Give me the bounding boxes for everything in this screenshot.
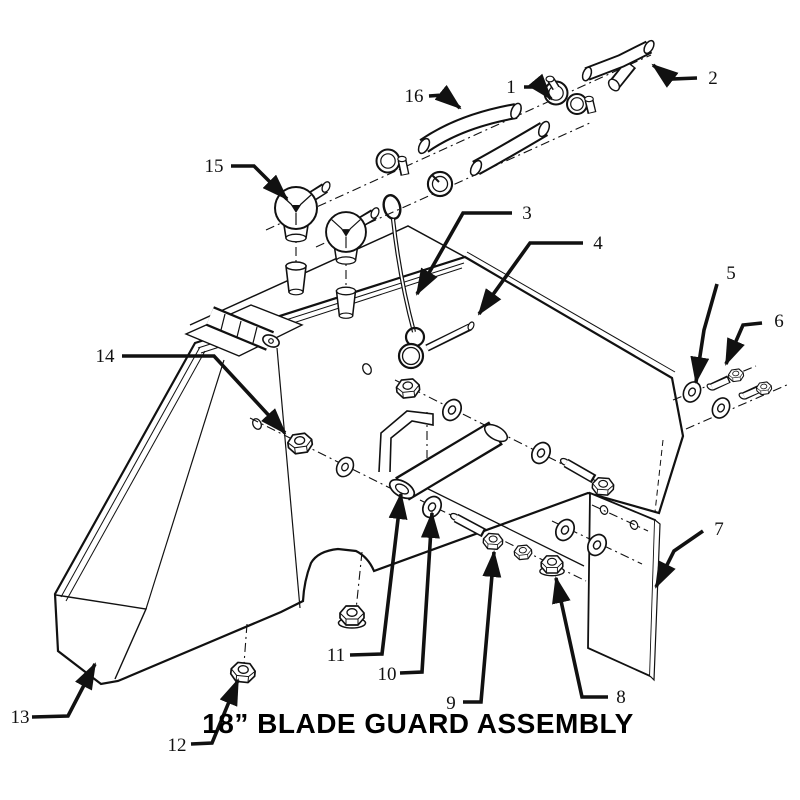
hitch-pin-4 bbox=[425, 321, 475, 352]
hose-clamp-1 bbox=[543, 75, 569, 106]
body-hole bbox=[362, 363, 372, 375]
flange-nut-8 bbox=[540, 556, 564, 576]
rear-top-edge-double bbox=[466, 251, 676, 373]
hinge bbox=[184, 304, 304, 357]
callout-13: 13 bbox=[11, 662, 97, 728]
callout-10: 10 bbox=[378, 511, 440, 685]
slope-edge-line bbox=[60, 346, 201, 598]
bent-tube-2 bbox=[581, 39, 655, 92]
callout-7: 7 bbox=[654, 519, 724, 589]
lanyard-and-pin bbox=[390, 218, 475, 370]
callout-8: 8 bbox=[552, 576, 626, 708]
rear-guard-plate bbox=[587, 491, 661, 682]
callout-11: 11 bbox=[327, 492, 408, 666]
callout-13-label: 13 bbox=[11, 707, 30, 728]
body-hole bbox=[252, 418, 262, 430]
callout-14: 14 bbox=[96, 346, 287, 435]
callout-7-label: 7 bbox=[714, 519, 724, 540]
hex-bolt-9 bbox=[449, 512, 504, 551]
hex-bolt bbox=[738, 380, 773, 400]
washer bbox=[527, 438, 555, 468]
callout-16-label: 16 bbox=[405, 86, 424, 107]
callout-15: 15 bbox=[205, 156, 289, 201]
callout-4-label: 4 bbox=[593, 233, 603, 254]
callouts: 1 2 3 4 5 6 7 8 9 10 11 12 13 14 15 16 bbox=[11, 63, 784, 756]
water-hoses-16 bbox=[417, 102, 551, 177]
guard-body-outline bbox=[53, 255, 685, 686]
callout-15-label: 15 bbox=[205, 156, 224, 177]
flange-nut bbox=[339, 606, 366, 628]
nozzle-base bbox=[285, 261, 307, 296]
top-face-rear-edge bbox=[189, 225, 466, 326]
hex-nut-14 bbox=[286, 431, 315, 456]
hose-ring bbox=[566, 93, 588, 115]
callout-9: 9 bbox=[446, 550, 502, 714]
slope-edge-line bbox=[65, 350, 206, 602]
callout-10-label: 10 bbox=[378, 664, 397, 685]
callout-12-label: 12 bbox=[168, 735, 187, 756]
ball-fitting bbox=[325, 207, 380, 266]
callout-6: 6 bbox=[724, 311, 784, 366]
hex-bolt-6 bbox=[706, 367, 745, 391]
foot-edge-lines bbox=[55, 594, 148, 680]
hex-nut bbox=[513, 544, 533, 561]
plate-hole bbox=[599, 505, 609, 515]
callout-8-label: 8 bbox=[616, 687, 626, 708]
washer-5 bbox=[679, 378, 705, 406]
spacer-tube bbox=[388, 421, 509, 501]
callout-4: 4 bbox=[477, 233, 603, 316]
sleeve-cylinder bbox=[584, 95, 597, 115]
slope-fold-line bbox=[145, 359, 225, 610]
washer bbox=[708, 394, 734, 422]
callout-2: 2 bbox=[651, 63, 718, 89]
hex-bolt bbox=[559, 457, 615, 497]
callout-2-label: 2 bbox=[708, 68, 718, 89]
hose-clamp bbox=[375, 148, 410, 176]
callout-1-label: 1 bbox=[506, 77, 516, 98]
nozzle-base bbox=[335, 286, 357, 320]
callout-5-label: 5 bbox=[726, 263, 736, 284]
callout-9-label: 9 bbox=[446, 693, 456, 714]
callout-6-label: 6 bbox=[774, 311, 784, 332]
diagram-title: 18” BLADE GUARD ASSEMBLY bbox=[202, 708, 634, 739]
right-fold-dashed bbox=[654, 439, 664, 513]
hex-nut bbox=[394, 377, 422, 400]
inner-bottom-edge bbox=[401, 475, 585, 567]
callout-11-label: 11 bbox=[327, 645, 345, 666]
callout-3-label: 3 bbox=[522, 203, 532, 224]
hose-clamp bbox=[426, 170, 454, 198]
lanyard-ring bbox=[382, 194, 402, 220]
callout-3: 3 bbox=[415, 203, 532, 296]
hex-nut-12 bbox=[229, 660, 257, 685]
callout-16: 16 bbox=[405, 84, 462, 110]
washer bbox=[438, 395, 466, 425]
washer bbox=[332, 453, 358, 481]
callout-12: 12 bbox=[168, 678, 240, 756]
washer bbox=[551, 515, 579, 545]
ball-fitting-15 bbox=[274, 181, 331, 243]
callout-5: 5 bbox=[690, 263, 736, 384]
callout-1: 1 bbox=[506, 73, 553, 101]
front-crease-line bbox=[276, 347, 301, 609]
water-fitting-assembly bbox=[274, 39, 655, 320]
hook-bracket bbox=[378, 410, 434, 473]
blade-guard-body bbox=[53, 225, 685, 686]
callout-14-label: 14 bbox=[96, 346, 116, 367]
